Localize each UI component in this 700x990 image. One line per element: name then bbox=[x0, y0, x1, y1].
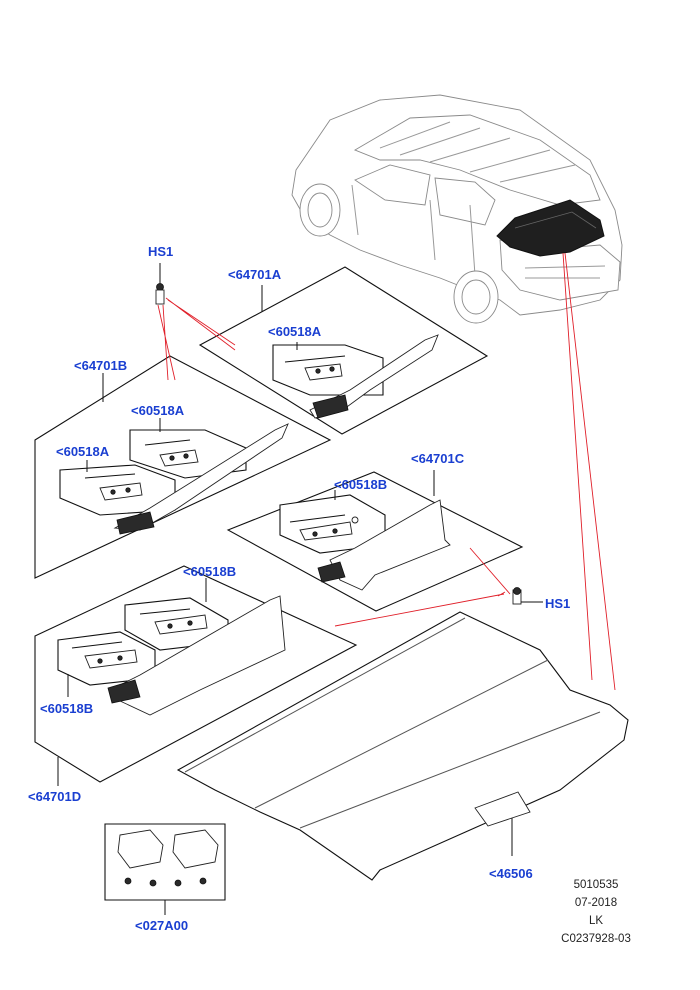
callout-64701C[interactable]: <64701C bbox=[411, 451, 465, 466]
callout-hs1-top[interactable]: HS1 bbox=[148, 244, 174, 259]
callout-027A00[interactable]: <027A00 bbox=[135, 918, 189, 933]
load-space-cover bbox=[176, 611, 629, 881]
callout-64701A[interactable]: <64701A bbox=[228, 267, 282, 282]
load-space-highlight bbox=[496, 199, 605, 257]
fixing-kit bbox=[104, 823, 226, 915]
callout-60518A-1[interactable]: <60518A bbox=[268, 324, 322, 339]
callout-60518A-2[interactable]: <60518A bbox=[131, 403, 185, 418]
panel-64701A bbox=[198, 266, 489, 435]
callout-60518A-3[interactable]: <60518A bbox=[56, 444, 110, 459]
callout-60518B-3[interactable]: <60518B bbox=[40, 701, 94, 716]
callout-hs1-right[interactable]: HS1 bbox=[545, 596, 571, 611]
callout-46506[interactable]: <46506 bbox=[489, 866, 533, 881]
callout-64701B[interactable]: <64701B bbox=[74, 358, 128, 373]
catalog-code: C0237928-03 bbox=[561, 933, 631, 945]
panel-64701C bbox=[226, 470, 524, 612]
leader-lines bbox=[157, 252, 616, 691]
vehicle-illustration bbox=[291, 94, 623, 324]
hs1-screw-top bbox=[155, 263, 165, 305]
illustration-region: LK bbox=[588, 915, 604, 927]
callout-64701D[interactable]: <64701D bbox=[28, 789, 82, 804]
illustration-date: 07-2018 bbox=[574, 897, 618, 909]
illustration-number: 5010535 bbox=[573, 879, 619, 891]
callout-60518B-1[interactable]: <60518B bbox=[334, 477, 388, 492]
callout-60518B-2[interactable]: <60518B bbox=[183, 564, 237, 579]
panel-64701D bbox=[34, 565, 358, 786]
hs1-screw-right bbox=[512, 587, 543, 605]
panel-64701B bbox=[34, 355, 332, 579]
